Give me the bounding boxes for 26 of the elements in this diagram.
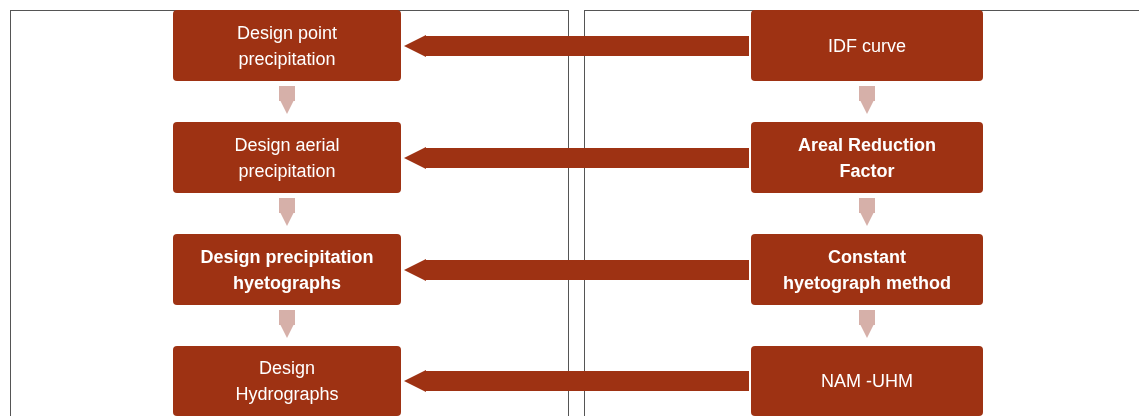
box-text: Areal Reduction Factor (797, 133, 937, 183)
block-arrow (279, 198, 295, 226)
box-text: IDF curve (828, 34, 906, 58)
block-arrow (404, 147, 749, 169)
block-arrow (859, 198, 875, 226)
block-arrow (279, 86, 295, 114)
process-box (751, 234, 983, 305)
box-text: Design Hydrographs (234, 357, 340, 406)
box-text: Design precipitation hyetographs (199, 245, 375, 295)
block-arrow (859, 310, 875, 338)
box-text: Constant hyetograph method (782, 245, 952, 295)
process-box (751, 10, 983, 81)
process-box (751, 122, 983, 193)
box-text: Design aerial precipitation (233, 133, 341, 183)
process-box (173, 346, 401, 416)
process-box (751, 346, 983, 416)
process-box (173, 234, 401, 305)
block-arrow (859, 86, 875, 114)
box-text: NAM -UHM (821, 370, 913, 393)
block-arrow (404, 370, 749, 392)
block-arrow (404, 35, 749, 57)
block-arrow (404, 259, 749, 281)
block-arrow (279, 310, 295, 338)
process-box (173, 10, 401, 81)
process-box (173, 122, 401, 193)
box-text: Design point precipitation (235, 21, 339, 71)
